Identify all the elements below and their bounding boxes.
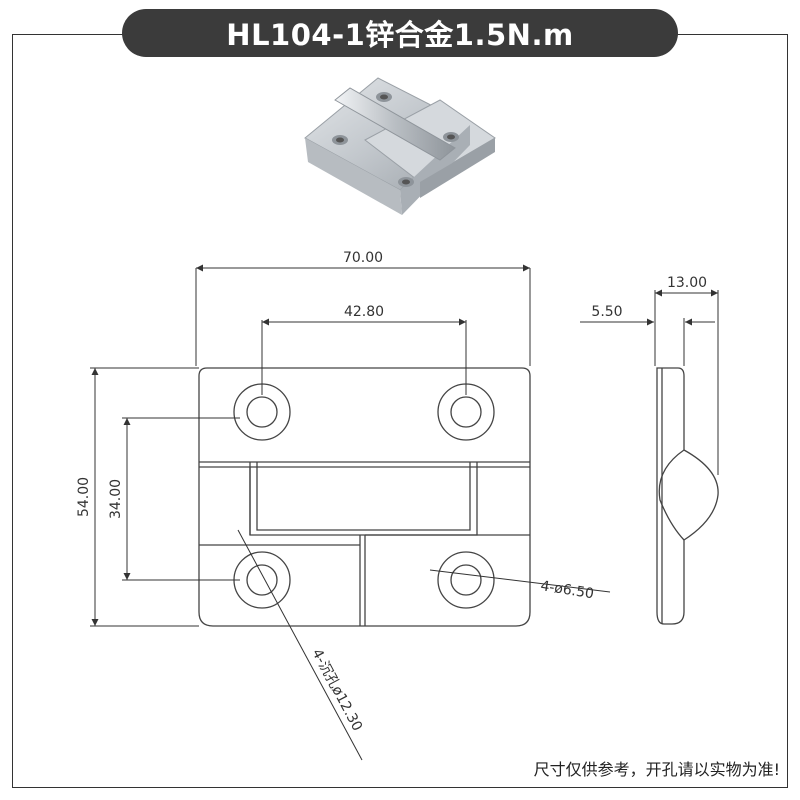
product-image: [304, 77, 496, 215]
dim-through-hole: 4-ø6.50: [539, 578, 595, 602]
side-view: [656, 367, 719, 625]
dim-countersink: 4-沉孔ø12.30: [308, 646, 365, 734]
front-view: [198, 367, 531, 627]
dim-width-total: 70.00: [343, 250, 383, 266]
dim-hole-spacing-y: 34.00: [108, 479, 124, 519]
dim-height-total: 54.00: [76, 477, 92, 517]
disclaimer-note: 尺寸仅供参考，开孔请以实物为准!: [533, 760, 780, 779]
dim-hole-spacing-x: 42.80: [344, 304, 384, 320]
dim-knuckle-offset: 5.50: [591, 304, 622, 320]
product-title-text: HL104-1锌合金1.5N.m: [226, 18, 574, 52]
dimension-labels: 70.00 42.80 54.00 34.00 13.00 5.50 4-ø6.…: [76, 250, 707, 734]
product-title: HL104-1锌合金1.5N.m: [122, 9, 678, 57]
dimension-lines: [90, 264, 719, 761]
dim-thickness: 13.00: [667, 275, 707, 291]
